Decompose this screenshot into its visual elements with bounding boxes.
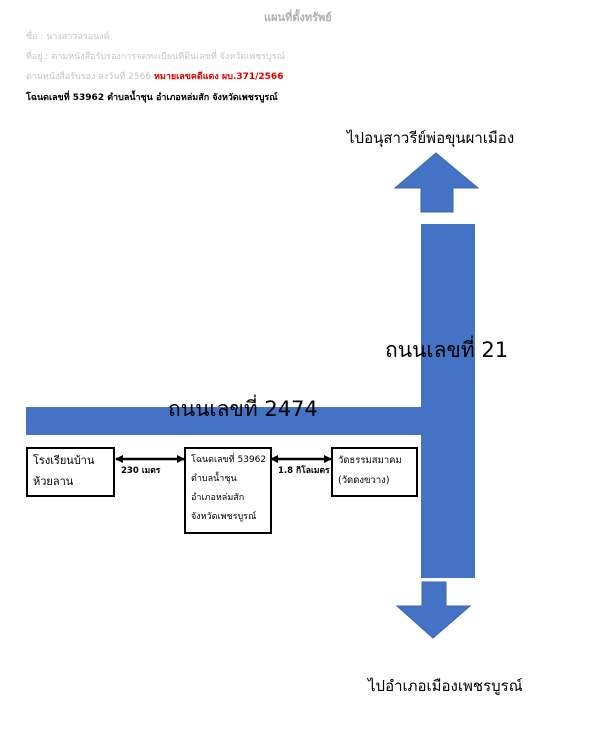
parcel-deed-number: โฉนดเลขที่ 53962	[191, 455, 267, 465]
reference-line: ตามหนังสือรับรอง ลงวันที่ 2566 หมายเลขคด…	[26, 69, 283, 83]
north-destination: ไปอนุสาวรีย์พ่อขุนผาเมือง	[347, 129, 515, 147]
road-2474-label: ถนนเลขที่ 2474	[168, 397, 318, 421]
school-name-line1: โรงเรียนบ้าน	[33, 454, 95, 467]
road-2474	[26, 407, 436, 435]
address-line: ที่อยู่ : ตามหนังสือรับรองการจดทะเบียนที…	[26, 52, 286, 62]
deed-line: โฉนดเลขที่ 53962 ตำบลน้ำชุน อำเภอหล่มสัก…	[26, 93, 278, 103]
case-number: หมายเลขคดีแดง ผบ.371/2566	[153, 72, 284, 82]
temple-name: วัดธรรมสมาคม	[338, 455, 402, 466]
north-arrow	[393, 152, 480, 213]
school-name-line2: ห้วยลาน	[33, 475, 74, 488]
road-21	[421, 224, 475, 578]
parcel-box: โฉนดเลขที่ 53962 ตำบลน้ำชุน อำเภอหล่มสัก…	[184, 447, 272, 534]
temple-box: วัดธรรมสมาคม (วัดดงขวาง)	[331, 447, 418, 497]
distance-parcel-temple: 1.8 กิโลเมตร	[278, 466, 330, 476]
temple-alias: (วัดดงขวาง)	[338, 475, 390, 486]
road-21-label: ถนนเลขที่ 21	[385, 338, 509, 362]
parcel-district: อำเภอหล่มสัก	[191, 493, 245, 503]
distance-school-parcel: 230 เมตร	[121, 466, 161, 476]
parcel-province: จังหวัดเพชรบูรณ์	[191, 512, 257, 522]
page-title: แผนที่ตั้งทรัพย์	[264, 11, 332, 24]
school-box: โรงเรียนบ้าน ห้วยลาน	[26, 447, 115, 497]
parcel-subdistrict: ตำบลน้ำชุน	[191, 474, 237, 484]
south-destination: ไปอำเภอเมืองเพชรบูรณ์	[368, 677, 523, 695]
reference-text: ตามหนังสือรับรอง ลงวันที่ 2566	[26, 72, 152, 82]
south-arrow	[395, 581, 472, 639]
owner-line: ชื่อ : นางสาวอรอนงค์	[26, 32, 110, 42]
